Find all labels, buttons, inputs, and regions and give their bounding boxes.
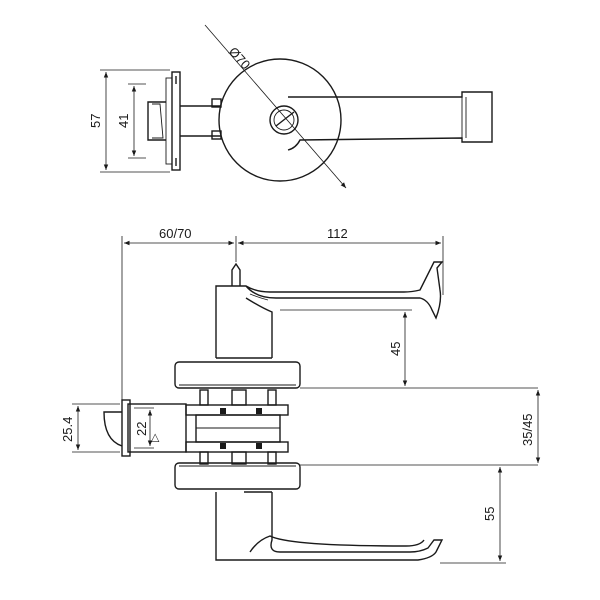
upper-spindle-tip — [231, 262, 241, 286]
mechanism-screw-b — [256, 408, 262, 414]
dim-door-label: 35/45 — [520, 413, 535, 446]
upper-lever-grip — [249, 293, 269, 301]
upper-lever-underside — [245, 297, 273, 358]
latch-bolt-top — [147, 101, 166, 141]
latch-face-plate — [171, 71, 181, 171]
latch-tongue — [103, 411, 123, 447]
latch-face-side — [121, 399, 131, 457]
latch-bolt-bevel — [152, 103, 164, 139]
upper-lever-body — [215, 261, 444, 358]
dim-25-label: 25.4 — [60, 417, 75, 442]
lower-lever-grip — [249, 535, 425, 553]
rose-disc — [218, 58, 342, 182]
mechanism-plate-bottom — [185, 441, 289, 453]
latch-body — [127, 403, 187, 453]
mechanism-screw-d — [256, 443, 262, 449]
top-lever-arm — [287, 91, 493, 151]
turn-knob-slot — [275, 111, 295, 127]
direction-marker: ▷ — [149, 433, 161, 442]
latch-face-plate-inner — [165, 77, 173, 165]
mechanism-plate-top — [185, 404, 289, 416]
dim-22-label: 22 — [134, 422, 149, 436]
lower-lever-body — [215, 492, 444, 561]
side-view: 60/70 112 25. — [60, 226, 541, 564]
turn-knob-outer — [269, 105, 299, 135]
mechanism-core — [195, 414, 281, 443]
mechanism-post-1 — [199, 389, 209, 406]
mechanism-post-3 — [267, 389, 277, 406]
top-view: Ø70 57 41 — [88, 24, 493, 189]
mechanism-post-5 — [231, 451, 247, 465]
dim-55-label: 55 — [482, 507, 497, 521]
upper-rose — [174, 361, 301, 389]
mechanism-screw-a — [220, 408, 226, 414]
turn-knob-inner — [273, 109, 295, 131]
mechanism-screw-c — [220, 443, 226, 449]
mechanism-post-2 — [231, 389, 247, 406]
dim-41-label: 41 — [116, 114, 131, 128]
mechanism-post-4 — [199, 451, 209, 465]
spindle-nut-bottom — [211, 130, 222, 140]
dim-45-label: 45 — [388, 342, 403, 356]
lower-rose — [174, 462, 301, 490]
mechanism-post-6 — [267, 451, 277, 465]
dim-backset-label: 60/70 — [159, 226, 192, 241]
dim-lever-length-label: 112 — [327, 226, 348, 241]
spindle-nut-top — [211, 98, 222, 108]
dim-57-label: 57 — [88, 114, 103, 128]
diameter-leader — [204, 24, 347, 189]
